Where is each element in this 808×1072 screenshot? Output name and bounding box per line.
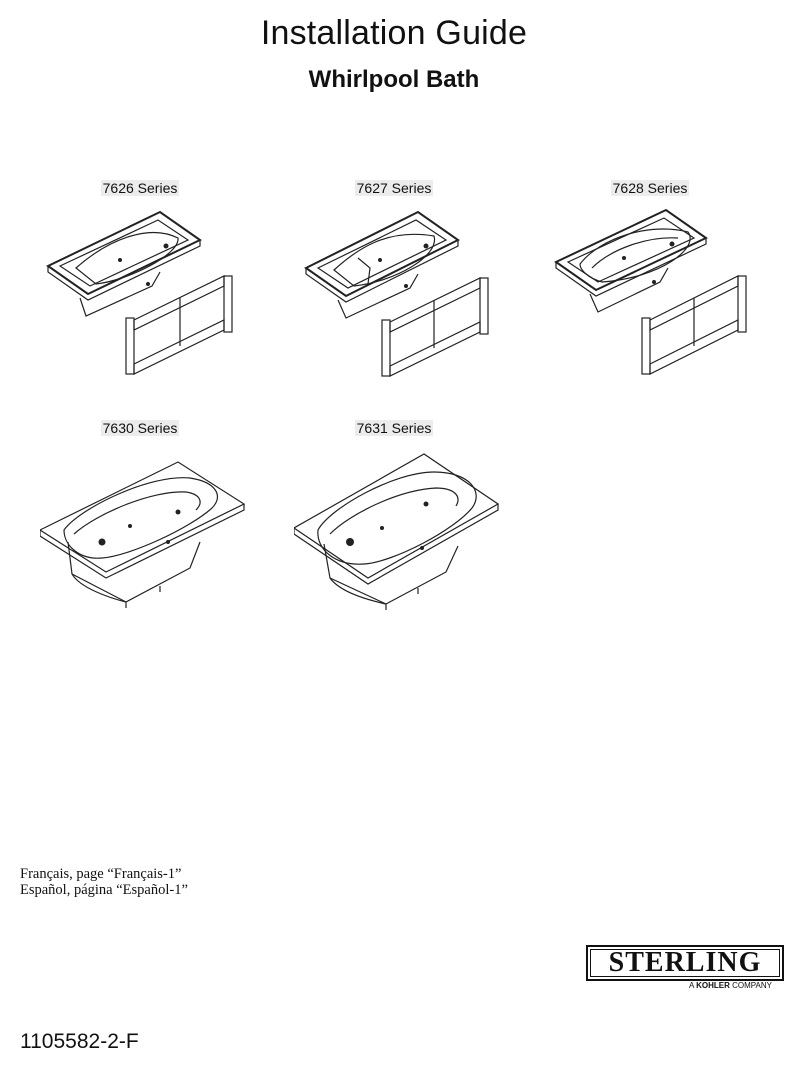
apron-bathtub-illustration — [304, 210, 489, 377]
logo-frame — [586, 945, 784, 981]
product-label: 7631 Series — [354, 420, 434, 436]
sterling-logo: STERLING A KOHLER COMPANY — [586, 945, 786, 995]
product-label: 7630 Series — [100, 420, 180, 436]
product-7628: 7628 Series — [550, 180, 750, 380]
logo-tagline: A KOHLER COMPANY — [688, 981, 772, 990]
product-7627: 7627 Series — [294, 180, 494, 380]
product-label: 7628 Series — [610, 180, 690, 196]
document-title: Installation Guide — [260, 14, 528, 52]
language-references: Français, page “Français-1” Español, pág… — [20, 866, 188, 898]
document-number: 1105582-2-F — [20, 1030, 139, 1053]
product-7630: 7630 Series — [40, 420, 246, 620]
spanish-reference: Español, página “Español-1” — [20, 882, 188, 898]
apron-bathtub-illustration — [46, 210, 233, 375]
product-7626: 7626 Series — [40, 180, 240, 380]
logo-wordmark: STERLING — [608, 947, 762, 978]
product-label: 7627 Series — [354, 180, 434, 196]
product-7631: 7631 Series — [294, 420, 500, 620]
drop-in-bathtub-illustration — [40, 461, 246, 608]
product-label: 7626 Series — [100, 180, 180, 196]
french-reference: Français, page “Français-1” — [20, 866, 182, 882]
document-subtitle: Whirlpool Bath — [308, 66, 480, 93]
apron-bathtub-illustration — [554, 208, 747, 375]
drop-in-bathtub-illustration — [294, 453, 500, 610]
